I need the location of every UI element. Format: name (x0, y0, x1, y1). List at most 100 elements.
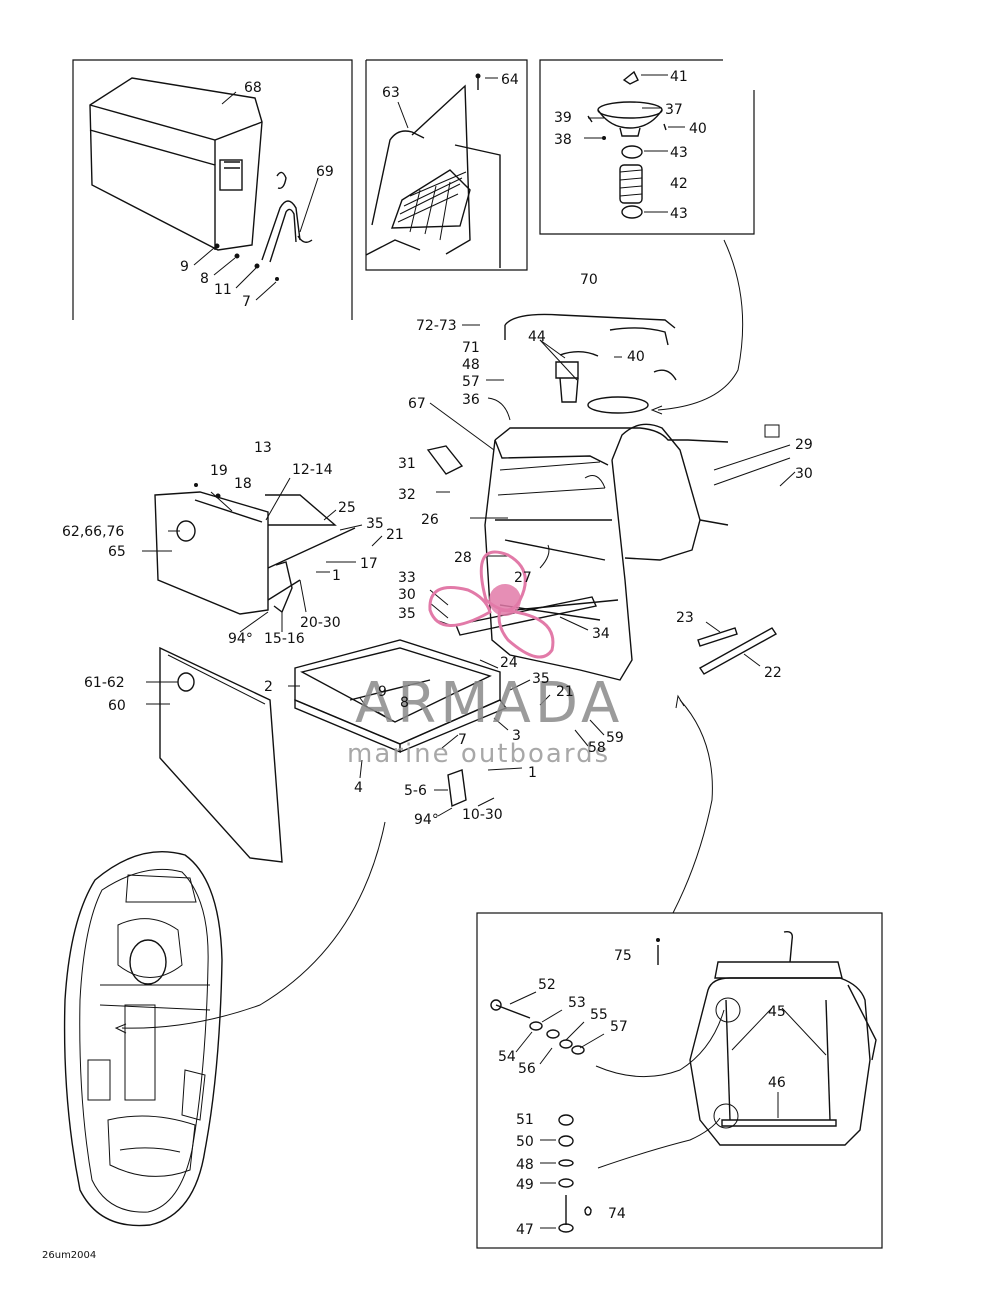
callout-42: 42 (670, 176, 688, 192)
callout-23: 23 (676, 610, 694, 626)
callout-20-30: 20-30 (300, 615, 341, 631)
diagram-code: 26um2004 (42, 1250, 96, 1261)
callout-32: 32 (398, 487, 416, 503)
callout-19: 19 (210, 463, 228, 479)
callout-labels: 68 69 9 8 11 7 63 64 41 37 39 40 38 43 4… (42, 69, 813, 1261)
callout-72-73: 72-73 (416, 318, 457, 334)
callout-37: 37 (665, 102, 683, 118)
callout-57b: 57 (610, 1019, 628, 1035)
cooler-box-assembly (89, 77, 313, 281)
callout-40b: 40 (627, 349, 645, 365)
callout-8b: 8 (400, 695, 409, 711)
callout-94-deg-b: 94° (414, 812, 439, 828)
reference-arrows (114, 239, 744, 1169)
callout-41: 41 (670, 69, 688, 85)
hull-top-view (63, 851, 223, 1227)
callout-7: 7 (242, 294, 251, 310)
callout-68: 68 (244, 80, 262, 96)
callout-35b: 35 (398, 606, 416, 622)
storage-tray (294, 639, 508, 808)
callout-71: 71 (462, 340, 480, 356)
storage-net-assembly (365, 73, 501, 268)
callout-11: 11 (214, 282, 232, 298)
callout-28: 28 (454, 550, 472, 566)
callout-26: 26 (421, 512, 439, 528)
storage-lid (154, 483, 356, 615)
callout-5-6: 5-6 (404, 783, 427, 799)
callout-21b: 21 (556, 684, 574, 700)
callout-30: 30 (795, 466, 813, 482)
storage-compartment (426, 313, 780, 681)
callout-54: 54 (498, 1049, 516, 1065)
callout-30b: 30 (398, 587, 416, 603)
inset-frames (72, 59, 883, 1249)
callout-75: 75 (614, 948, 632, 964)
callout-22: 22 (764, 665, 782, 681)
watermark: ARMADA marine outboards (347, 550, 623, 769)
callout-39: 39 (554, 110, 572, 126)
callout-48: 48 (462, 357, 480, 373)
callout-4: 4 (354, 780, 363, 796)
callout-36: 36 (462, 392, 480, 408)
callout-9: 9 (180, 259, 189, 275)
callout-74: 74 (608, 1206, 626, 1222)
callout-53: 53 (568, 995, 586, 1011)
callout-67: 67 (408, 396, 426, 412)
leader-lines (142, 74, 827, 1229)
mounting-bracket-assembly (490, 930, 877, 1233)
callout-94-deg: 94° (228, 631, 253, 647)
callout-49: 49 (516, 1177, 534, 1193)
callout-47: 47 (516, 1222, 534, 1238)
callout-34: 34 (592, 626, 610, 642)
callout-8: 8 (200, 271, 209, 287)
drain-strainer-assembly (587, 70, 667, 219)
callout-59: 59 (606, 730, 624, 746)
callout-13: 13 (254, 440, 272, 456)
callout-33: 33 (398, 570, 416, 586)
callout-18: 18 (234, 476, 252, 492)
callout-15-16: 15-16 (264, 631, 305, 647)
callout-70: 70 (580, 272, 598, 288)
callout-21: 21 (386, 527, 404, 543)
callout-45: 45 (768, 1004, 786, 1020)
callout-7b: 7 (458, 732, 467, 748)
callout-2: 2 (264, 679, 273, 695)
propeller-logo (428, 550, 555, 659)
callout-3: 3 (512, 728, 521, 744)
access-panel (159, 646, 283, 863)
trim-strips (697, 627, 778, 675)
callout-69: 69 (316, 164, 334, 180)
callout-55: 55 (590, 1007, 608, 1023)
callout-48b: 48 (516, 1157, 534, 1173)
callout-44: 44 (528, 329, 546, 345)
callout-50: 50 (516, 1134, 534, 1150)
watermark-brand: ARMADA (355, 671, 623, 736)
callout-27: 27 (514, 570, 532, 586)
watermark-tagline: marine outboards (347, 739, 610, 769)
callout-63: 63 (382, 85, 400, 101)
callout-38: 38 (554, 132, 572, 148)
callout-56: 56 (518, 1061, 536, 1077)
callout-9b: 9 (378, 684, 387, 700)
callout-25: 25 (338, 500, 356, 516)
callout-40: 40 (689, 121, 707, 137)
callout-31: 31 (398, 456, 416, 472)
callout-1b: 1 (528, 765, 537, 781)
callout-12-14: 12-14 (292, 462, 333, 478)
callout-1: 1 (332, 568, 341, 584)
callout-43b: 43 (670, 206, 688, 222)
callout-60: 60 (108, 698, 126, 714)
callout-51: 51 (516, 1112, 534, 1128)
callout-62-66-76: 62,66,76 (62, 524, 124, 540)
callout-46: 46 (768, 1075, 786, 1091)
callout-52: 52 (538, 977, 556, 993)
callout-35: 35 (366, 516, 384, 532)
callout-29: 29 (795, 437, 813, 453)
callout-61-62: 61-62 (84, 675, 125, 691)
callout-35c: 35 (532, 671, 550, 687)
callout-24: 24 (500, 655, 518, 671)
callout-17: 17 (360, 556, 378, 572)
callout-10-30: 10-30 (462, 807, 503, 823)
callout-43: 43 (670, 145, 688, 161)
